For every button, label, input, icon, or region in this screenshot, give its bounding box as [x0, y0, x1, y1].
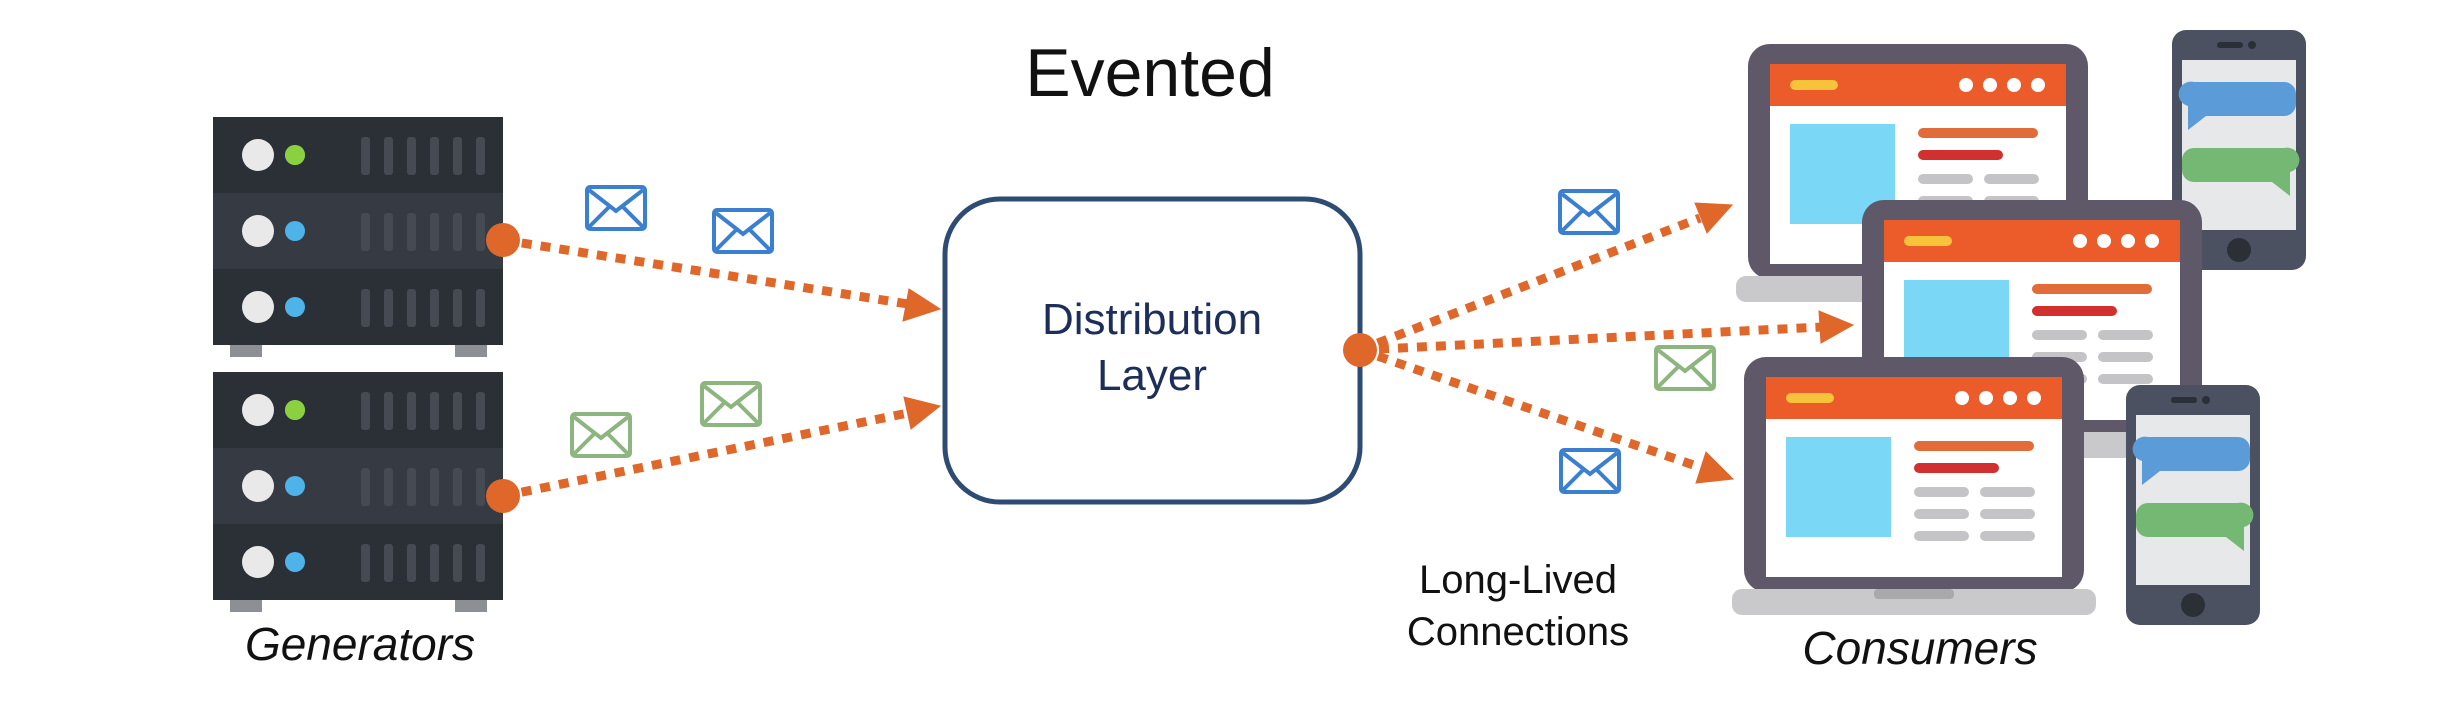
envelope-icon	[1654, 345, 1716, 391]
envelope-icon	[570, 412, 632, 458]
distribution-layer-box: Distribution Layer	[942, 196, 1363, 505]
laptop-icon	[1732, 357, 2096, 615]
distribution-to-consumer-arrows	[1343, 202, 1855, 484]
envelope-icon	[700, 381, 762, 427]
envelope-icon	[1558, 189, 1620, 235]
distribution-label-line1: Distribution	[1042, 295, 1262, 344]
distribution-label-line2: Layer	[1097, 351, 1207, 400]
connections-label-line2: Connections	[1407, 610, 1629, 654]
consumer-phone-bottom	[2126, 385, 2260, 625]
generator-to-distribution-arrows	[486, 223, 942, 513]
server-status-lights	[242, 213, 485, 506]
phone-icon	[2126, 385, 2260, 625]
envelope-icon	[1559, 448, 1621, 494]
consumers-label: Consumers	[1802, 622, 2037, 674]
status-led	[285, 400, 305, 420]
diagram-title: Evented	[1025, 35, 1275, 111]
envelope-icon	[585, 185, 647, 231]
envelope-icon	[712, 208, 774, 254]
consumer-laptop-bottom	[1732, 357, 2096, 615]
connections-label-line1: Long-Lived	[1419, 558, 1617, 602]
status-led	[285, 145, 305, 165]
generators-label: Generators	[245, 618, 475, 670]
